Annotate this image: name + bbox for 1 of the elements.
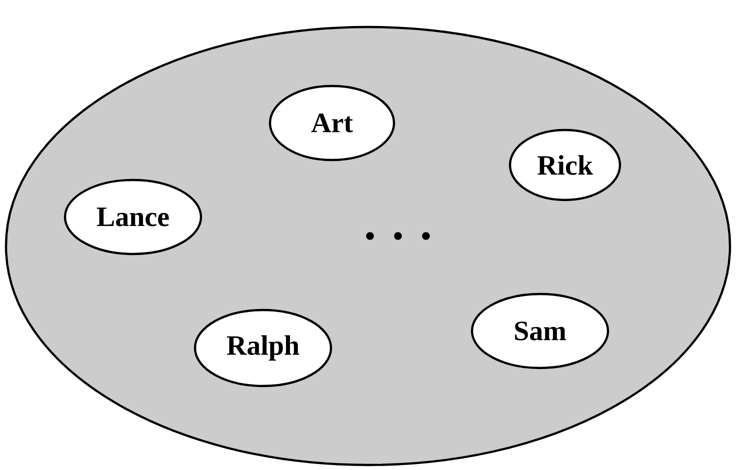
ellipsis: . . . (366, 232, 430, 240)
